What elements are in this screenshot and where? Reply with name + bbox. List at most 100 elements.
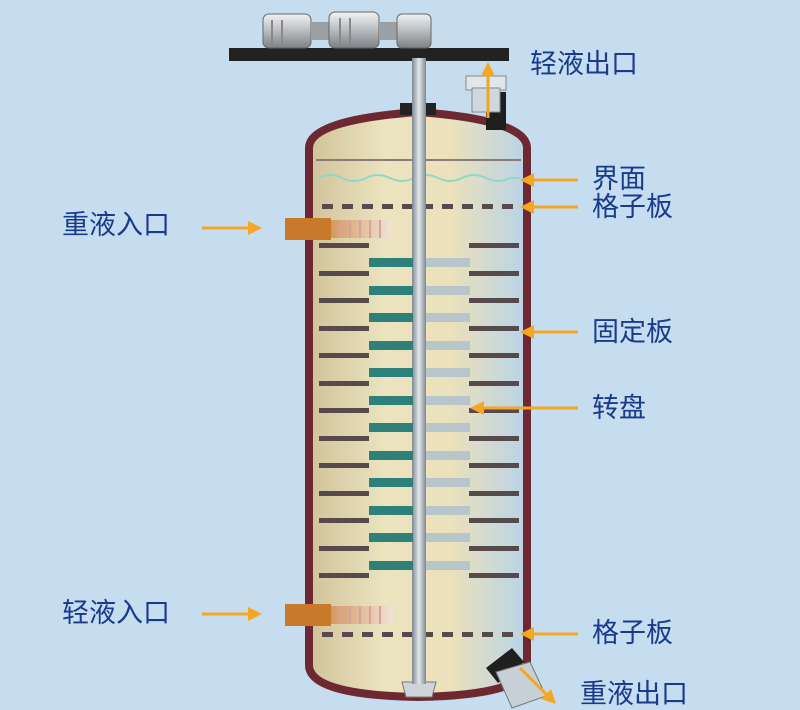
fixed-plate-right [469, 463, 519, 468]
fixed-plate-right [469, 298, 519, 303]
grid-plate-segment [402, 204, 413, 209]
pointer-arrows [202, 62, 578, 704]
rotor-disc [426, 423, 470, 432]
label-light-outlet: 轻液出口 [530, 49, 638, 80]
rotor-disc [369, 396, 413, 405]
fixed-plates [319, 243, 519, 578]
rotor-disc [426, 286, 470, 295]
fixed-plate-right [469, 518, 519, 523]
fixed-plate-right [469, 353, 519, 358]
rotor-disc [426, 313, 470, 322]
rotor-disc [426, 451, 470, 460]
rotor-disc [369, 478, 413, 487]
grid-plate-segment [342, 632, 353, 637]
fixed-plate-right [469, 381, 519, 386]
arrow-icon [520, 325, 578, 339]
rotor-discs [369, 258, 470, 570]
rotor-disc [369, 423, 413, 432]
heavy-outlet-nozzle [486, 648, 547, 709]
arrow-icon [202, 221, 262, 235]
grid-plate-segment [382, 204, 393, 209]
label-fixed-plate: 固定板 [592, 317, 673, 348]
arrow-icon [481, 62, 495, 118]
arrow-icon [470, 401, 578, 415]
rotor-disc [369, 341, 413, 350]
grid-plate-segment [422, 632, 433, 637]
grid-plate-segment [322, 632, 333, 637]
fixed-plate-left [319, 463, 369, 468]
rotor-disc [369, 533, 413, 542]
grid-plate-segment [342, 204, 353, 209]
fixed-plate-left [319, 271, 369, 276]
fixed-plate-left [319, 573, 369, 578]
grid-plate-segment [502, 204, 513, 209]
fixed-plate-right [469, 243, 519, 248]
fixed-plate-left [319, 491, 369, 496]
fixed-plate-left [319, 408, 369, 413]
rotor-disc [369, 313, 413, 322]
shaft [412, 58, 426, 684]
light-inlet-nozzle [285, 604, 393, 626]
grid-plate-segment [362, 204, 373, 209]
fixed-plate-left [319, 436, 369, 441]
grid-plate-segment [502, 632, 513, 637]
fixed-plate-right [469, 573, 519, 578]
label-light-inlet: 轻液入口 [62, 598, 170, 629]
arrow-icon [520, 200, 578, 214]
rotor-disc [426, 561, 470, 570]
fixed-plate-left [319, 353, 369, 358]
grid-plate-segment [482, 632, 493, 637]
grid-plate-segment [362, 632, 373, 637]
fixed-plate-left [319, 326, 369, 331]
grid-plate-segment [482, 204, 493, 209]
grid-plate-segment [442, 632, 453, 637]
rotor-disc [369, 258, 413, 267]
arrow-icon [202, 607, 262, 621]
label-interface: 界面 [592, 164, 646, 195]
fixed-plate-left [319, 546, 369, 551]
grid-plate-segment [322, 204, 333, 209]
fixed-plate-left [319, 518, 369, 523]
rotor-disc [426, 368, 470, 377]
label-grid-plate-top: 格子板 [592, 192, 673, 223]
grid-plate-segment [462, 204, 473, 209]
label-rotor-disc: 转盘 [592, 393, 646, 424]
fixed-plate-right [469, 271, 519, 276]
fixed-plate-right [469, 546, 519, 551]
motor-icon [262, 11, 432, 49]
rotor-disc [369, 368, 413, 377]
rotor-disc [426, 341, 470, 350]
arrow-icon [520, 627, 578, 641]
arrow-icon [520, 173, 578, 187]
fixed-plate-right [469, 491, 519, 496]
rotor-disc [369, 561, 413, 570]
rotor-disc [426, 506, 470, 515]
heavy-inlet-nozzle [285, 218, 391, 240]
arrow-icon [518, 666, 556, 704]
rotor-disc [426, 533, 470, 542]
fixed-plate-left [319, 298, 369, 303]
rotor-disc [426, 258, 470, 267]
drive-assembly [229, 11, 509, 61]
rotor-disc [369, 286, 413, 295]
rotor-disc [426, 478, 470, 487]
grid-plate-segment [402, 632, 413, 637]
grid-plate-segment [382, 632, 393, 637]
fixed-plate-right [469, 408, 519, 413]
bottom-flange [401, 681, 437, 698]
fixed-plate-left [319, 381, 369, 386]
grid-plates [322, 204, 513, 637]
label-grid-plate-bottom: 格子板 [592, 618, 673, 649]
grid-plate-segment [442, 204, 453, 209]
rotor-disc [369, 506, 413, 515]
fixed-plate-right [469, 436, 519, 441]
rotor-disc [426, 396, 470, 405]
drive-base-plate [229, 48, 509, 61]
grid-plate-segment [462, 632, 473, 637]
fixed-plate-left [319, 243, 369, 248]
label-heavy-inlet: 重液入口 [62, 210, 170, 241]
rotor-disc [369, 451, 413, 460]
grid-plate-segment [422, 204, 433, 209]
label-heavy-outlet: 重液出口 [580, 679, 688, 710]
